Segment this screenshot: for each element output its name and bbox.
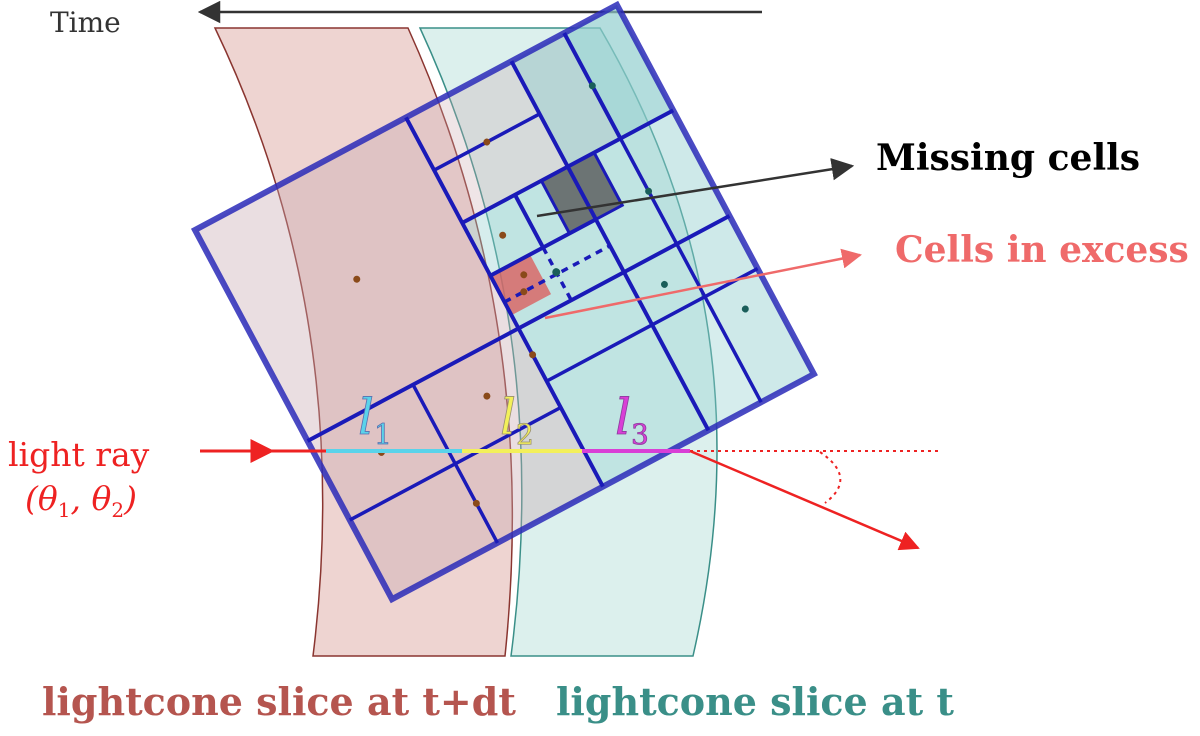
grid-line [513, 193, 545, 249]
time-label: Time [50, 6, 121, 39]
missing-cells-pointer [536, 158, 855, 218]
cell-dot [660, 280, 668, 288]
light-ray-angles: (θ1, θ2) [25, 479, 137, 522]
cell-dot [645, 187, 653, 195]
cells-in-excess-pointer [544, 248, 862, 320]
cell-dot [588, 82, 596, 90]
light-ray-label: light ray [8, 435, 150, 474]
slice-label-current: lightcone slice at t [556, 679, 954, 724]
grid-line [348, 405, 562, 522]
cell-dot [741, 305, 749, 313]
missing-cells-label: Missing cells [876, 137, 1140, 179]
cell-dot [472, 499, 480, 507]
deflection-angle-arc [819, 451, 842, 504]
cell-fill-current-top [564, 4, 814, 403]
cell-dot [483, 392, 491, 400]
segment-label-l1: l1 [358, 388, 392, 451]
cell-dot [499, 231, 507, 239]
grid-line [545, 267, 759, 383]
cell-dot [483, 138, 491, 146]
slice-label-earlier: lightcone slice at t+dt [42, 679, 516, 724]
cell-dot [520, 288, 528, 296]
light-ray-deflected [689, 449, 920, 551]
slice-band-current [418, 27, 718, 657]
cell-dot [353, 275, 361, 283]
cell-dot [520, 271, 528, 279]
segment-label-l3: l3 [615, 388, 649, 451]
cells-in-excess-label: Cells in excess [895, 229, 1189, 271]
cell-fill-earlier [195, 117, 603, 600]
segment-label-l2: l2 [500, 388, 534, 451]
cell-dot [552, 268, 561, 277]
cell-dot [529, 351, 537, 359]
slice-band-earlier [213, 27, 514, 657]
cell-fill-current [462, 138, 762, 487]
grid-line [618, 137, 763, 404]
